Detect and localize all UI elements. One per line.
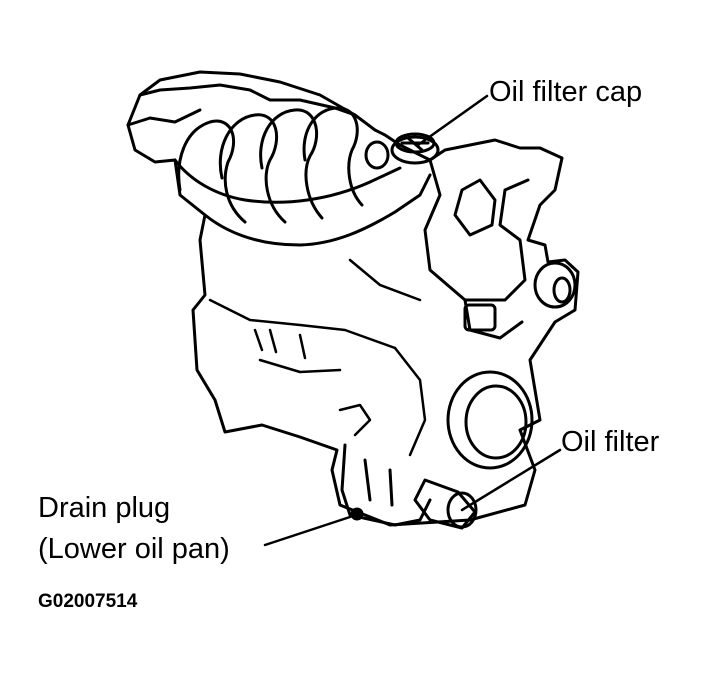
- crank-pulley: [446, 370, 534, 470]
- drain-plug-marker: [350, 507, 364, 521]
- throttle-body: [364, 140, 390, 170]
- block-details: [208, 258, 427, 457]
- alternator: [533, 261, 577, 309]
- valve-cover: [126, 70, 357, 127]
- oil-filter-body: [413, 478, 478, 530]
- timing-cover: [423, 158, 530, 340]
- intake-runners: [173, 106, 432, 247]
- oil-filter-label: Oil filter: [561, 426, 660, 458]
- oil-pan: [340, 443, 432, 527]
- figure-code: G02007514: [38, 591, 138, 612]
- leader-lines: [263, 94, 562, 547]
- lower-oil-pan-label: (Lower oil pan): [38, 533, 230, 565]
- engine-block-outline: [126, 83, 580, 527]
- oil-filler-cap: [390, 132, 440, 165]
- drain-plug-label: Drain plug: [38, 492, 171, 524]
- oil-filter-cap-label: Oil filter cap: [489, 76, 643, 108]
